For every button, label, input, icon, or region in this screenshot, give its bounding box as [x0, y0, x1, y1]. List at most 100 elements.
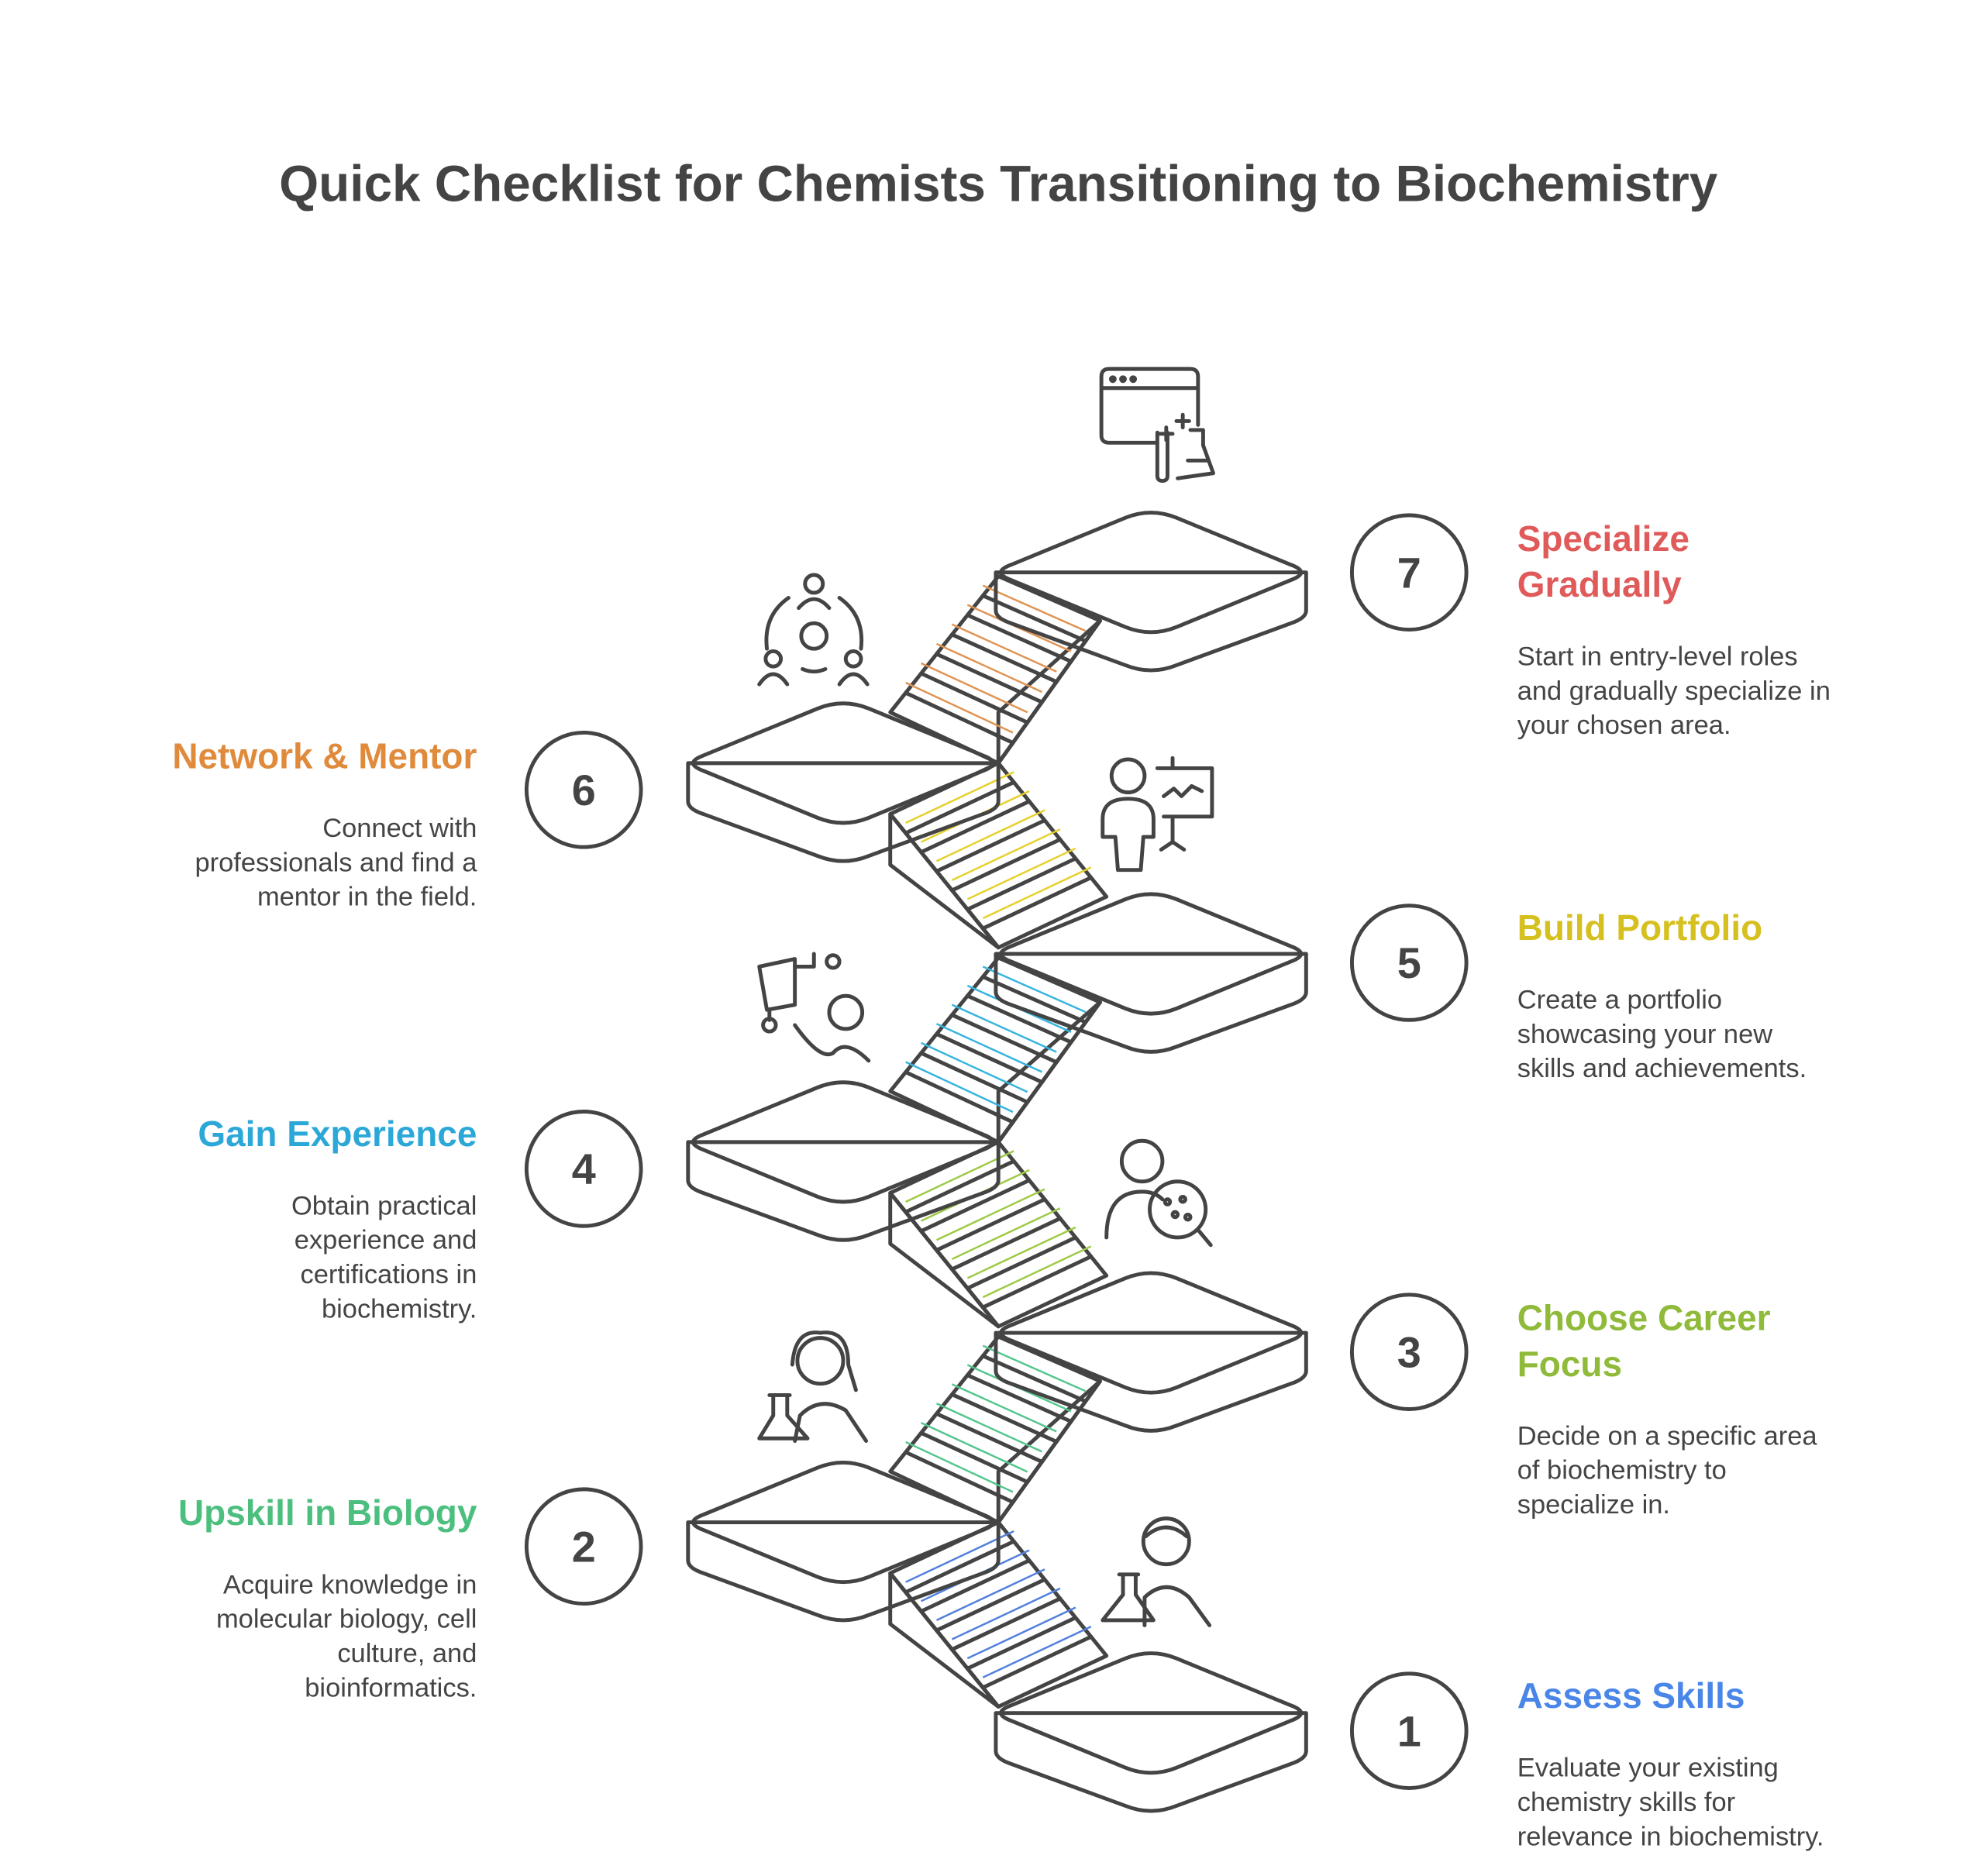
step-description: mentor in the field. [257, 883, 477, 912]
platform-step-2 [686, 1461, 1001, 1623]
stair-step-edge [935, 1411, 1044, 1464]
platform-side [994, 570, 1308, 673]
stair-riser [951, 1003, 1057, 1053]
platform-side [994, 952, 1308, 1054]
step-number-badge [524, 1110, 643, 1228]
step-description: culture, and [337, 1639, 477, 1668]
step-title: Specialize [1517, 518, 1690, 559]
stair-riser [935, 642, 1042, 694]
scientist-female-flask-icon [757, 1330, 868, 1443]
stair-riser [921, 662, 1028, 714]
stair-riser [982, 584, 1087, 632]
step-number: 7 [1397, 548, 1421, 597]
stair-riser [966, 847, 1076, 900]
step-description: molecular biology, cell [216, 1605, 477, 1634]
stair-step-edge [919, 1430, 1030, 1484]
platform-top [691, 701, 996, 825]
step-description: biochemistry. [322, 1294, 477, 1324]
stair-riser [951, 828, 1061, 881]
stair-step-edge [919, 671, 1030, 725]
stair-riser [935, 809, 1045, 862]
stair-step-edge [980, 594, 1088, 643]
stair-step-edge [949, 632, 1059, 684]
stair-step-edge [965, 613, 1073, 664]
step-description: chemistry skills for [1517, 1788, 1735, 1817]
stair-riser [905, 1061, 1014, 1114]
step-number: 6 [572, 766, 596, 814]
browser-lab-flask-icon [1099, 367, 1215, 484]
step-description: Decide on a specific area [1517, 1421, 1818, 1451]
stair-step-edge [904, 780, 1016, 835]
step-description: Create a portfolio [1517, 986, 1722, 1015]
step-description: Connect with [322, 814, 477, 843]
step-title: Assess Skills [1517, 1675, 1745, 1716]
step-title: Gradually [1517, 564, 1682, 604]
stair-step-edge [935, 1577, 1047, 1633]
stair-riser [935, 1023, 1042, 1073]
step-description: Obtain practical [291, 1191, 477, 1220]
step-number: 1 [1397, 1706, 1421, 1755]
step-number-badge [524, 731, 643, 849]
presenter-chart-icon [1100, 756, 1214, 873]
step-number-badge [524, 1487, 643, 1606]
stair-step-edge [980, 975, 1088, 1024]
stair-riser [905, 681, 1014, 734]
stair-step-edge [904, 1539, 1016, 1595]
platform-step-6 [686, 701, 1001, 863]
network-people-gear-icon [757, 573, 870, 687]
stair-riser [982, 1626, 1092, 1678]
stair-step-edge [980, 1255, 1094, 1310]
step-title: Choose Career [1517, 1298, 1771, 1338]
stair-riser [935, 1403, 1042, 1453]
stair-riser [966, 1606, 1076, 1660]
stair-step-edge [965, 1235, 1078, 1291]
platform-top [691, 1461, 996, 1585]
stair-step-edge [980, 1634, 1094, 1690]
stair-step-edge [919, 1051, 1030, 1104]
stair-step-edge [904, 1159, 1016, 1214]
stair-step-edge [980, 1354, 1088, 1403]
stair-step-edge [904, 690, 1015, 745]
step-title: Network & Mentor [172, 735, 477, 776]
stair-step-edge [919, 1558, 1032, 1613]
stair-riser [982, 1245, 1092, 1299]
step-title: Upskill in Biology [178, 1492, 477, 1533]
step-description: showcasing your new [1517, 1020, 1773, 1049]
stair-riser [905, 1150, 1014, 1203]
stair-riser [905, 1441, 1014, 1493]
platform-side [686, 1520, 1001, 1623]
stair-riser [951, 1383, 1057, 1433]
stair-riser [951, 623, 1057, 673]
stair-riser [951, 1587, 1061, 1640]
step-description: and gradually specialize in [1517, 676, 1831, 706]
step-title: Focus [1517, 1344, 1622, 1384]
step-number: 3 [1397, 1327, 1421, 1376]
stair-riser [982, 1344, 1087, 1392]
page-title: Quick Checklist for Chemists Transitioni… [279, 156, 1718, 212]
platform-side [686, 1140, 1001, 1242]
stair-step-edge [935, 652, 1044, 704]
stair-riser [982, 866, 1092, 920]
stair-riser [982, 966, 1087, 1014]
person-lab-equipment-icon [757, 952, 871, 1063]
platform-top [999, 1651, 1304, 1775]
step-description: Start in entry-level roles [1517, 642, 1798, 672]
stair-step-edge [935, 818, 1047, 873]
step-number-badge [1349, 904, 1469, 1022]
step-number: 4 [572, 1145, 596, 1193]
stair-step-edge [949, 837, 1063, 893]
platform-side [686, 761, 1001, 863]
platform-step-4 [686, 1080, 1001, 1242]
stair-step-edge [949, 1216, 1063, 1272]
platform-step-3 [994, 1271, 1308, 1433]
platform-top [691, 1080, 996, 1204]
person-microscope-search-icon [1104, 1138, 1213, 1248]
step-description: specialize in. [1517, 1490, 1670, 1520]
step-description: certifications in [301, 1260, 477, 1289]
